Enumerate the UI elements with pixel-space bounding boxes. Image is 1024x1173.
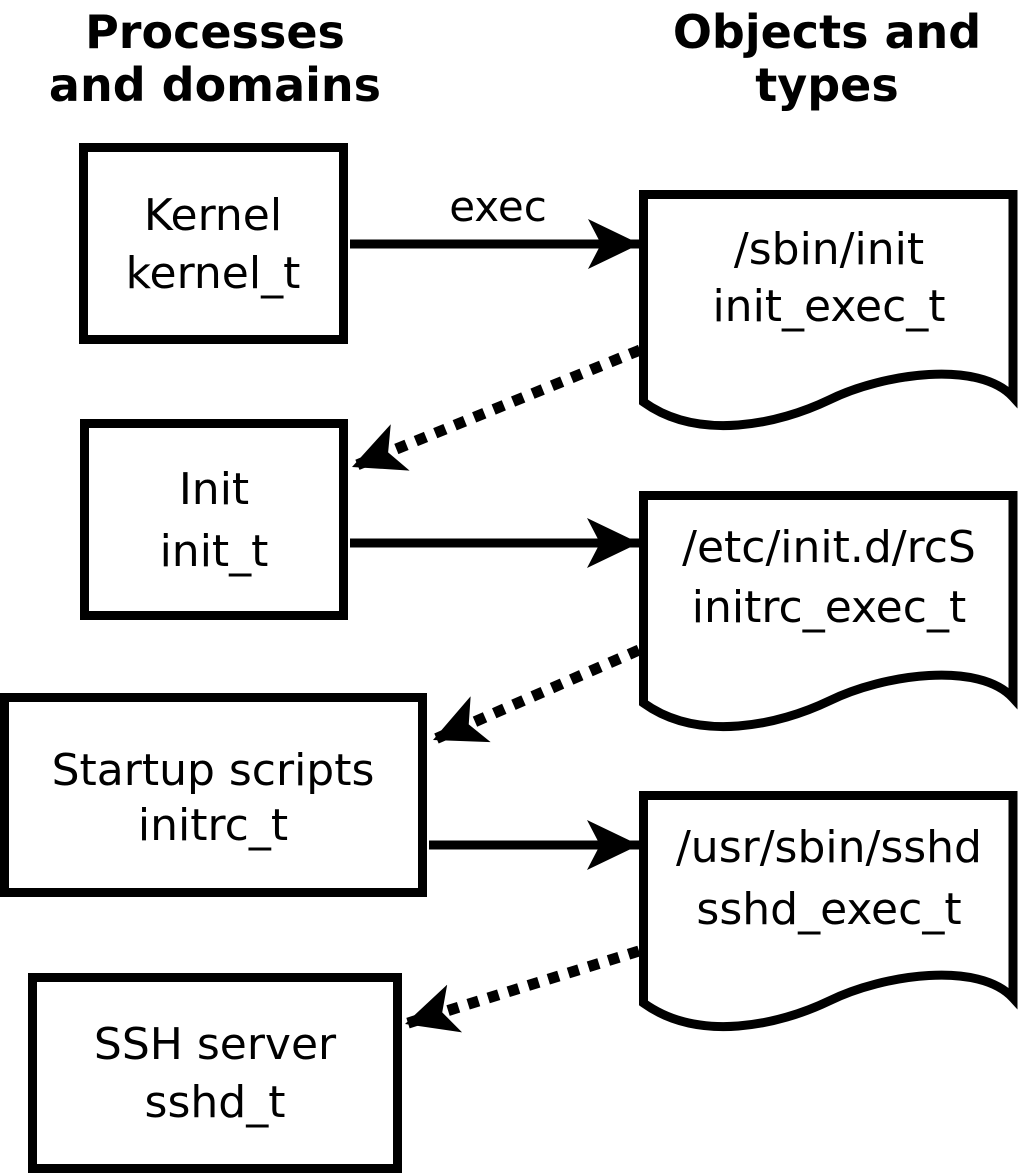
header-objects-line1: Objects and [673,5,981,59]
object-doc-etc-initd-rcs: /etc/init.d/rcS initrc_exec_t [639,491,1018,731]
column-header-objects: Objects and types [673,5,981,112]
process-name: SSH server [94,1019,337,1070]
object-doc-sbin-init: /sbin/init init_exec_t [639,190,1018,430]
object-type: sshd_exec_t [696,884,961,935]
object-type: init_exec_t [712,281,945,332]
exec-edge-label: exec [449,182,547,231]
transition-arrow-rcs-to-initrc [430,644,642,746]
process-name: Startup scripts [52,745,375,796]
process-domain: initrc_t [138,800,288,851]
process-box-startup-scripts: Startup scripts initrc_t [0,693,427,897]
object-file: /etc/init.d/rcS [682,522,976,573]
object-file: /sbin/init [734,224,924,275]
object-type: initrc_exec_t [692,582,966,633]
process-name: Init [179,464,249,515]
transition-arrow-sbin-init-to-init [349,344,643,473]
transition-arrow-sshd-exec-to-sshd [403,945,641,1033]
header-processes-line1: Processes [85,5,345,59]
process-name: Kernel [144,190,282,241]
header-objects-line2: types [755,58,898,112]
process-box-kernel: Kernel kernel_t [79,143,348,344]
process-domain: init_t [160,526,269,577]
process-domain: kernel_t [126,248,301,299]
header-processes-line2: and domains [49,58,381,112]
column-header-processes: Processes and domains [49,5,381,112]
object-file: /usr/sbin/sshd [676,822,982,873]
process-box-ssh-server: SSH server sshd_t [28,973,402,1173]
process-box-init: Init init_t [80,419,348,620]
object-doc-usr-sbin-sshd: /usr/sbin/sshd sshd_exec_t [639,791,1018,1031]
process-domain: sshd_t [145,1077,286,1128]
